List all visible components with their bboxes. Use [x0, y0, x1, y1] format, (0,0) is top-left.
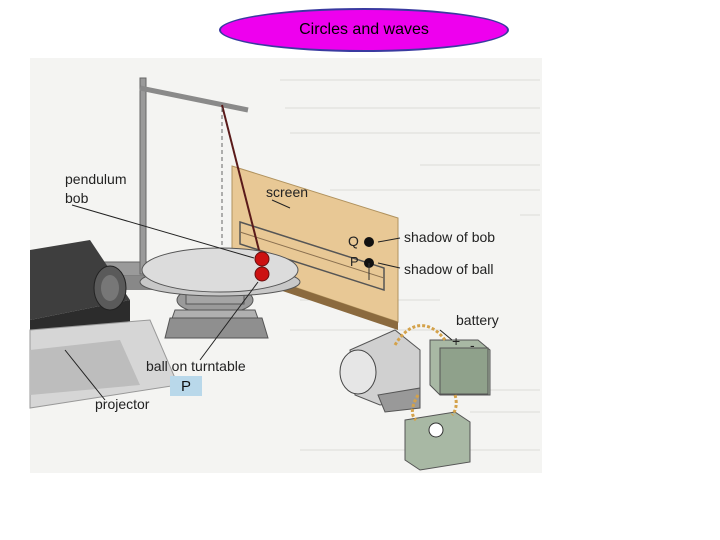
motor-face [339, 349, 377, 395]
wire-battery-switch [450, 394, 458, 417]
ball-on-turntable [254, 266, 270, 282]
label-q: Q [348, 233, 359, 249]
label-p-screen: P [350, 254, 359, 269]
label-screen: screen [266, 184, 308, 200]
label-battery: battery [456, 312, 499, 328]
label-battery-plus: + [452, 333, 460, 349]
switch-dial-icon [428, 422, 444, 438]
p-label: P [180, 377, 191, 395]
label-battery-minus: - [470, 337, 475, 353]
leader-lines [64, 199, 453, 401]
stand-pole [139, 77, 147, 275]
label-shadow-of-bob: shadow of bob [404, 229, 495, 245]
label-shadow-of-ball: shadow of ball [404, 261, 494, 277]
turntable-top [141, 247, 299, 293]
pendulum-string [221, 104, 263, 263]
screen-track [239, 220, 385, 292]
label-pendulum: pendulum [65, 171, 127, 187]
motor-foot [377, 387, 421, 413]
label-projector: projector [95, 396, 150, 412]
battery-front [439, 347, 489, 395]
turntable-foot [164, 317, 269, 339]
screen-track-center [239, 231, 385, 279]
wire-motor-battery [393, 324, 447, 346]
wire-motor-switch [410, 394, 420, 422]
label-bob: bob [65, 190, 89, 206]
projector-lens-inner [101, 275, 119, 301]
title-banner: Circles and waves [219, 8, 509, 52]
shadow-of-bob-dot [364, 237, 374, 247]
background-text-lines [280, 79, 540, 451]
page-title: Circles and waves [299, 21, 429, 38]
label-ball-on-turntable: ball on turntable [146, 358, 246, 374]
pendulum-bob [254, 251, 270, 267]
projector-stand-shade [30, 340, 140, 395]
p-label-box: P [170, 376, 202, 396]
stand-arm [139, 85, 249, 113]
